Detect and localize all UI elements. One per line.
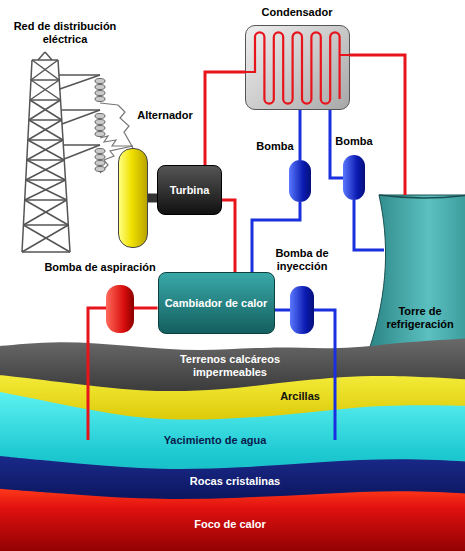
injection-pump: Bomba de inyección <box>290 286 314 334</box>
layer-label: Terrenos calcáreos impermeables <box>165 353 295 379</box>
pylon-strut <box>30 80 59 100</box>
coil-tube <box>245 32 350 103</box>
part-label: Condensador <box>262 6 333 19</box>
insulator-disc <box>95 114 105 119</box>
insulator-disc <box>95 97 105 102</box>
part-label: Torre de refrigeración <box>382 305 458 331</box>
layer-fill <box>0 455 465 551</box>
pylon-strut <box>59 74 100 76</box>
box-label: Cambiador de calor <box>165 297 268 310</box>
insulator-disc <box>95 91 105 96</box>
suction-pump: Bomba de aspiración <box>106 285 134 333</box>
pylon-strut <box>27 159 64 161</box>
insulator-disc <box>95 126 105 131</box>
fluid-pipe <box>134 307 158 310</box>
power-wire <box>100 103 118 105</box>
part-label: Bomba <box>256 140 293 153</box>
insulator-disc <box>95 167 105 172</box>
pylon-strut <box>45 52 52 60</box>
insulator-disc <box>95 149 105 154</box>
pylon-strut <box>60 75 100 89</box>
layer-fill <box>0 390 465 551</box>
insulator-disc <box>95 79 105 84</box>
insulator-disc <box>95 85 105 90</box>
pylon-strut <box>29 100 61 120</box>
pylon-drawing <box>10 15 118 255</box>
pylon-frame <box>22 52 105 252</box>
pylon-strut <box>22 225 68 252</box>
pylon-strut <box>23 224 68 226</box>
layer-label: Foco de calor <box>194 518 266 531</box>
pump: Bomba <box>343 155 365 200</box>
layer-fill <box>0 338 465 551</box>
pylon-strut <box>61 109 100 111</box>
pylon-strut <box>30 99 61 101</box>
pylon-strut <box>38 52 45 60</box>
layer-label: Rocas cristalinas <box>190 475 281 488</box>
condenser-coil <box>245 25 350 110</box>
pump: Bomba <box>289 160 311 202</box>
power-pylon: Red de distribución eléctrica <box>10 15 118 255</box>
power-wire <box>100 136 133 146</box>
pylon-strut <box>25 180 66 200</box>
tower-body <box>369 195 465 350</box>
pylon-strut <box>23 200 66 225</box>
part-label: Bomba de inyección <box>266 247 338 273</box>
insulator-disc <box>95 161 105 166</box>
layer-label: Yacimiento de agua <box>164 434 267 447</box>
pylon-strut <box>26 160 65 180</box>
pylon-strut <box>31 79 59 81</box>
pylon-strut <box>28 139 63 141</box>
heat-exchanger: Cambiador de calor <box>158 272 275 334</box>
pylon-strut <box>25 199 67 201</box>
cooling-tower: Torre de refrigeración <box>365 195 465 350</box>
tower-rim <box>379 195 465 198</box>
condenser-box: Condensador <box>245 25 350 110</box>
part-label: Bomba <box>335 135 372 148</box>
turbine-shaft <box>148 194 157 203</box>
heat-source-layer: Foco de calor <box>0 486 465 551</box>
pylon-strut <box>27 140 63 160</box>
pylon-strut <box>31 60 58 80</box>
fluid-pipe <box>222 200 235 272</box>
pylon-strut <box>32 59 58 61</box>
layer-fill <box>0 488 465 551</box>
layer-label: Arcillas <box>280 390 320 403</box>
layer-fill <box>0 374 465 551</box>
turbine-box: Turbina <box>157 165 222 215</box>
part-label: Alternador <box>137 109 193 122</box>
alternator: Alternador <box>118 148 148 248</box>
pylon-strut <box>26 179 66 181</box>
part-label: Bomba de aspiración <box>44 261 155 274</box>
pylon-strut <box>28 120 62 140</box>
insulator-disc <box>95 132 105 137</box>
insulator-disc <box>95 155 105 160</box>
pylon-strut <box>62 110 100 124</box>
pylon-strut <box>29 119 62 121</box>
fluid-pipe <box>205 72 245 165</box>
power-wire <box>118 105 133 148</box>
pylon-strut <box>63 144 100 146</box>
fluid-pipe <box>275 309 291 312</box>
insulator-disc <box>95 120 105 125</box>
part-label: Red de distribución eléctrica <box>6 20 124 46</box>
box-label: Turbina <box>170 184 210 197</box>
fluid-pipe <box>354 200 384 250</box>
fluid-pipe <box>299 110 302 160</box>
pylon-strut <box>22 251 70 253</box>
